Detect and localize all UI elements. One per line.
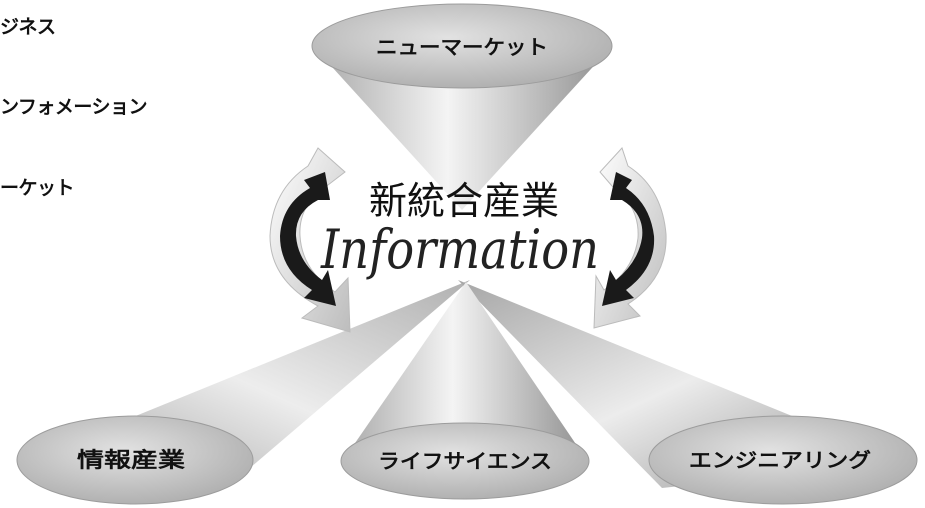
left-label-business: ジネス bbox=[0, 16, 56, 38]
bottom-center-cone bbox=[340, 282, 590, 500]
bottom-center-cone-label: ライフサイエンス bbox=[378, 449, 552, 473]
bottom-left-cone-label: 情報産業 bbox=[77, 448, 186, 472]
left-label-information: ンフォメーション bbox=[0, 96, 148, 118]
center-subtitle: Information bbox=[320, 218, 599, 281]
top-cone bbox=[311, 3, 613, 210]
bottom-left-cone bbox=[16, 280, 470, 505]
center-title: 新統合産業 bbox=[369, 179, 559, 223]
bottom-right-cone bbox=[458, 280, 918, 505]
left-label-market: ーケット bbox=[0, 177, 75, 199]
top-cone-label: ニューマーケット bbox=[376, 35, 548, 59]
right-circular-arrow-icon bbox=[593, 147, 667, 329]
bottom-right-cone-label: エンジニアリング bbox=[689, 448, 871, 472]
left-circular-arrow-icon bbox=[269, 147, 351, 333]
